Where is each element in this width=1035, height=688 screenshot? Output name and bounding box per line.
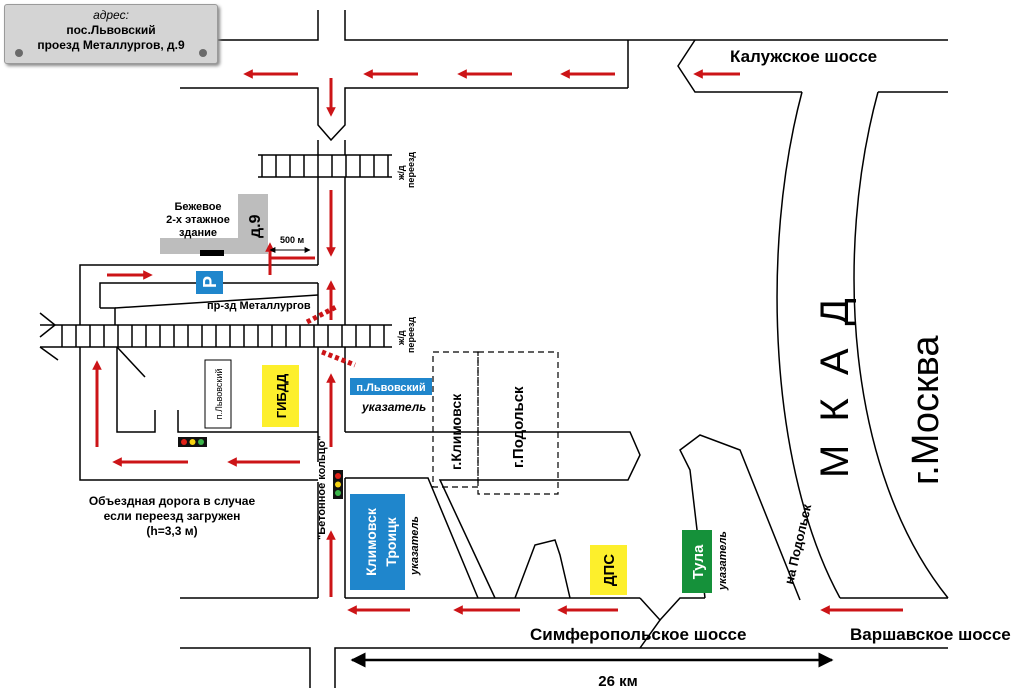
address-plate: адрес: пос.Львовский проезд Металлургов,…	[4, 4, 218, 64]
klimovsk-label: г.Климовск	[448, 393, 464, 470]
railway-label-top-2: переезд	[406, 152, 416, 188]
address-line-2: проезд Металлургов, д.9	[37, 38, 185, 52]
address-caption: адрес:	[93, 8, 129, 22]
detour-label-3: (h=3,3 м)	[146, 524, 197, 538]
railway-label-top-1: ж/д	[396, 165, 406, 181]
klimovsk-troitsk-sign: Климовск Троицк	[350, 494, 405, 590]
betonnoe-label: "Бетонное кольцо"	[316, 436, 328, 541]
simferopolskoe-road	[180, 597, 948, 688]
railway-label-bottom-1: ж/д	[396, 330, 406, 346]
screw-right-icon	[199, 49, 207, 57]
barrier-2	[321, 349, 356, 368]
klimovsk-zone	[432, 351, 479, 488]
detour-road	[79, 346, 318, 481]
railway-label-bottom-2: переезд	[406, 317, 416, 353]
traffic-light-vertical	[333, 470, 343, 499]
building-label-1: Бежевое	[174, 201, 221, 213]
parking-sign-label: P	[200, 276, 220, 288]
podolsk-label: г.Подольск	[510, 386, 527, 468]
building-label-2: 2-х этажное	[166, 214, 230, 226]
lvovskiy-small-sign-label: п.Львовский	[214, 369, 224, 420]
parking-sign: P	[196, 271, 223, 294]
gibdd-sign: ГИБДД	[262, 365, 299, 427]
lvovskiy-direction-sign-label: п.Львовский	[356, 382, 425, 394]
mkad-road	[776, 91, 949, 599]
klimovsk-road	[345, 431, 641, 599]
traffic-arrows	[92, 69, 903, 615]
tula-pointer-label: указатель	[717, 531, 729, 591]
na-podolsk-label: на Подольск	[781, 502, 814, 585]
lvovskiy-pointer-label: указатель	[361, 400, 426, 414]
dps-sign: ДПС	[590, 545, 627, 595]
gibdd-sign-label: ГИБДД	[274, 373, 289, 418]
kaluzhskoe-label: Калужское шоссе	[730, 47, 877, 66]
kaluzhskoe-road	[180, 10, 948, 120]
metallurgov-street	[79, 264, 319, 325]
address-line-1: пос.Львовский	[66, 23, 156, 37]
railway-top	[258, 154, 392, 178]
na-podolsk-road	[679, 434, 801, 601]
podolsk-zone	[477, 351, 559, 495]
dps-sign-label: ДПС	[601, 554, 618, 586]
detour-label-1: Объездная дорога в случае	[89, 494, 256, 508]
lvovskiy-direction-sign: п.Львовский	[350, 378, 432, 395]
metallurgov-label: пр-зд Металлургов	[207, 300, 311, 312]
screw-left-icon	[15, 49, 23, 57]
klimovsk-pointer-label: указатель	[409, 516, 421, 576]
barrier-1	[305, 304, 338, 325]
klimovsk-sign-label: Климовск	[363, 507, 379, 576]
building	[160, 194, 268, 256]
moskva-label: г.Москва	[905, 335, 947, 485]
tula-sign: Тула	[682, 530, 712, 593]
building-label-3: здание	[179, 227, 217, 239]
mkad-label: М К А Д	[813, 292, 857, 478]
tula-sign-label: Тула	[690, 544, 707, 579]
lvovskiy-small-sign: п.Львовский	[204, 359, 232, 429]
house-number: д.9	[247, 214, 264, 238]
railway-bottom	[39, 312, 392, 361]
traffic-light-horizontal	[178, 437, 207, 447]
varshavskoe-label: Варшавское шоссе	[850, 625, 1011, 644]
distance-26-label: 26 км	[598, 673, 637, 688]
detour-label-2: если переезд загружен	[104, 509, 241, 523]
distance-500-label: 500 м	[280, 235, 305, 245]
troitsk-sign-label: Троицк	[383, 516, 399, 566]
simferopolskoe-label: Симферопольское шоссе	[530, 625, 746, 644]
main-street	[317, 120, 346, 598]
